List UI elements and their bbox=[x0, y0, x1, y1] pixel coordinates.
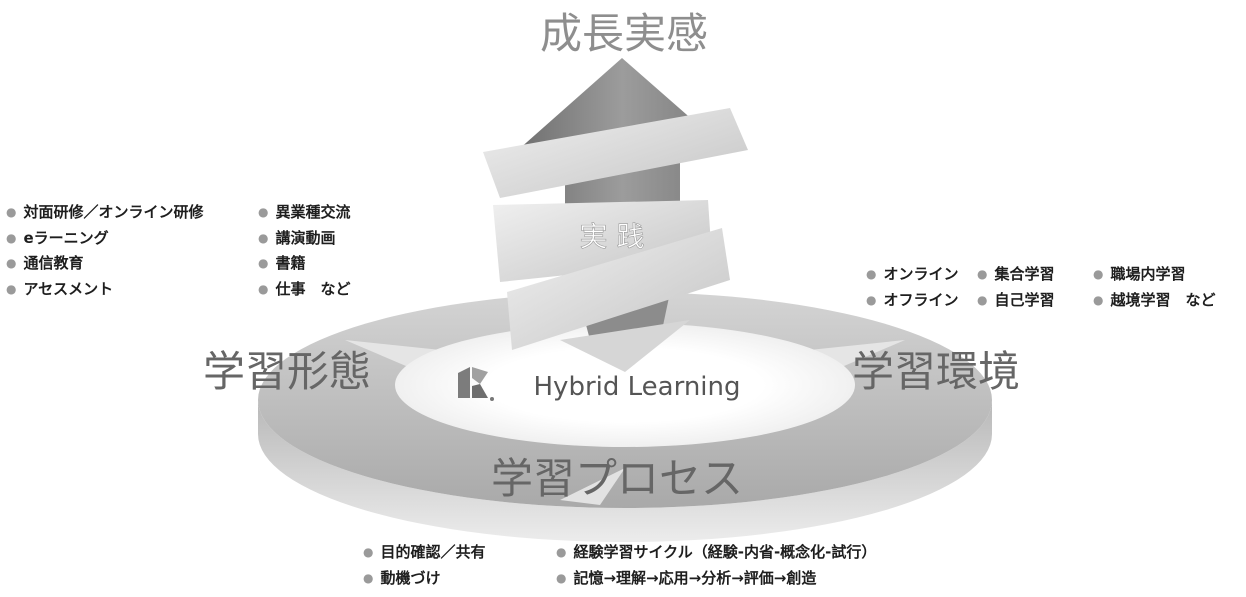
list-item: 職場内学習 bbox=[1093, 262, 1216, 288]
list-item: eラーニング bbox=[6, 226, 204, 252]
label-learning-form: 学習形態 bbox=[203, 347, 371, 396]
hybrid-learning-logo-icon bbox=[458, 367, 494, 401]
ribbon-band-1 bbox=[483, 108, 748, 198]
learning-process-list-1: 目的確認／共有 動機づけ bbox=[363, 540, 486, 592]
learning-environment-col-3: 職場内学習 越境学習 など bbox=[1093, 262, 1216, 314]
arrow-label: 実 践 bbox=[580, 220, 645, 253]
list-item: 目的確認／共有 bbox=[363, 540, 485, 566]
center-logo-text: Hybrid Learning bbox=[534, 372, 741, 402]
learning-environment-col-1: オンライン オフライン bbox=[866, 262, 958, 314]
growth-arrow bbox=[483, 58, 748, 372]
cycle-ring bbox=[258, 292, 992, 542]
list-item: オンライン bbox=[866, 262, 958, 288]
list-item: 講演動画 bbox=[258, 226, 351, 252]
list-item: 書籍 bbox=[258, 251, 351, 277]
learning-process-list-2: 経験学習サイクル（経験-内省-概念化-試行） 記憶→理解→応用→分析→評価→創造 bbox=[556, 540, 876, 591]
learning-form-list-1: 対面研修／オンライン研修 eラーニング 通信教育 アセスメント bbox=[6, 200, 204, 303]
list-item: 対面研修／オンライン研修 bbox=[6, 200, 203, 226]
list-item: オフライン bbox=[866, 288, 958, 314]
label-learning-process: 学習プロセス bbox=[491, 454, 743, 503]
learning-form-list-2: 異業種交流 講演動画 書籍 仕事 など bbox=[258, 200, 351, 303]
list-item: 異業種交流 bbox=[258, 200, 350, 226]
center-hole bbox=[395, 323, 855, 447]
label-learning-environment: 学習環境 bbox=[852, 347, 1020, 396]
list-item: 記憶→理解→応用→分析→評価→創造 bbox=[556, 566, 876, 592]
list-item: 自己学習 bbox=[977, 288, 1054, 314]
learning-environment-col-2: 集合学習 自己学習 bbox=[977, 262, 1054, 314]
list-item: 動機づけ bbox=[363, 566, 486, 592]
list-item: 通信教育 bbox=[6, 251, 204, 277]
ribbon-tip bbox=[560, 320, 690, 372]
page-title: 成長実感 bbox=[540, 9, 708, 58]
ribbon-band-3 bbox=[507, 228, 730, 350]
list-item: 仕事 など bbox=[258, 277, 350, 303]
list-item: アセスメント bbox=[6, 277, 204, 303]
ring-side bbox=[258, 400, 992, 542]
list-item: 集合学習 bbox=[977, 262, 1054, 288]
list-item: 経験学習サイクル（経験-内省-概念化-試行） bbox=[556, 540, 876, 566]
list-item: 越境学習 など bbox=[1093, 288, 1215, 314]
